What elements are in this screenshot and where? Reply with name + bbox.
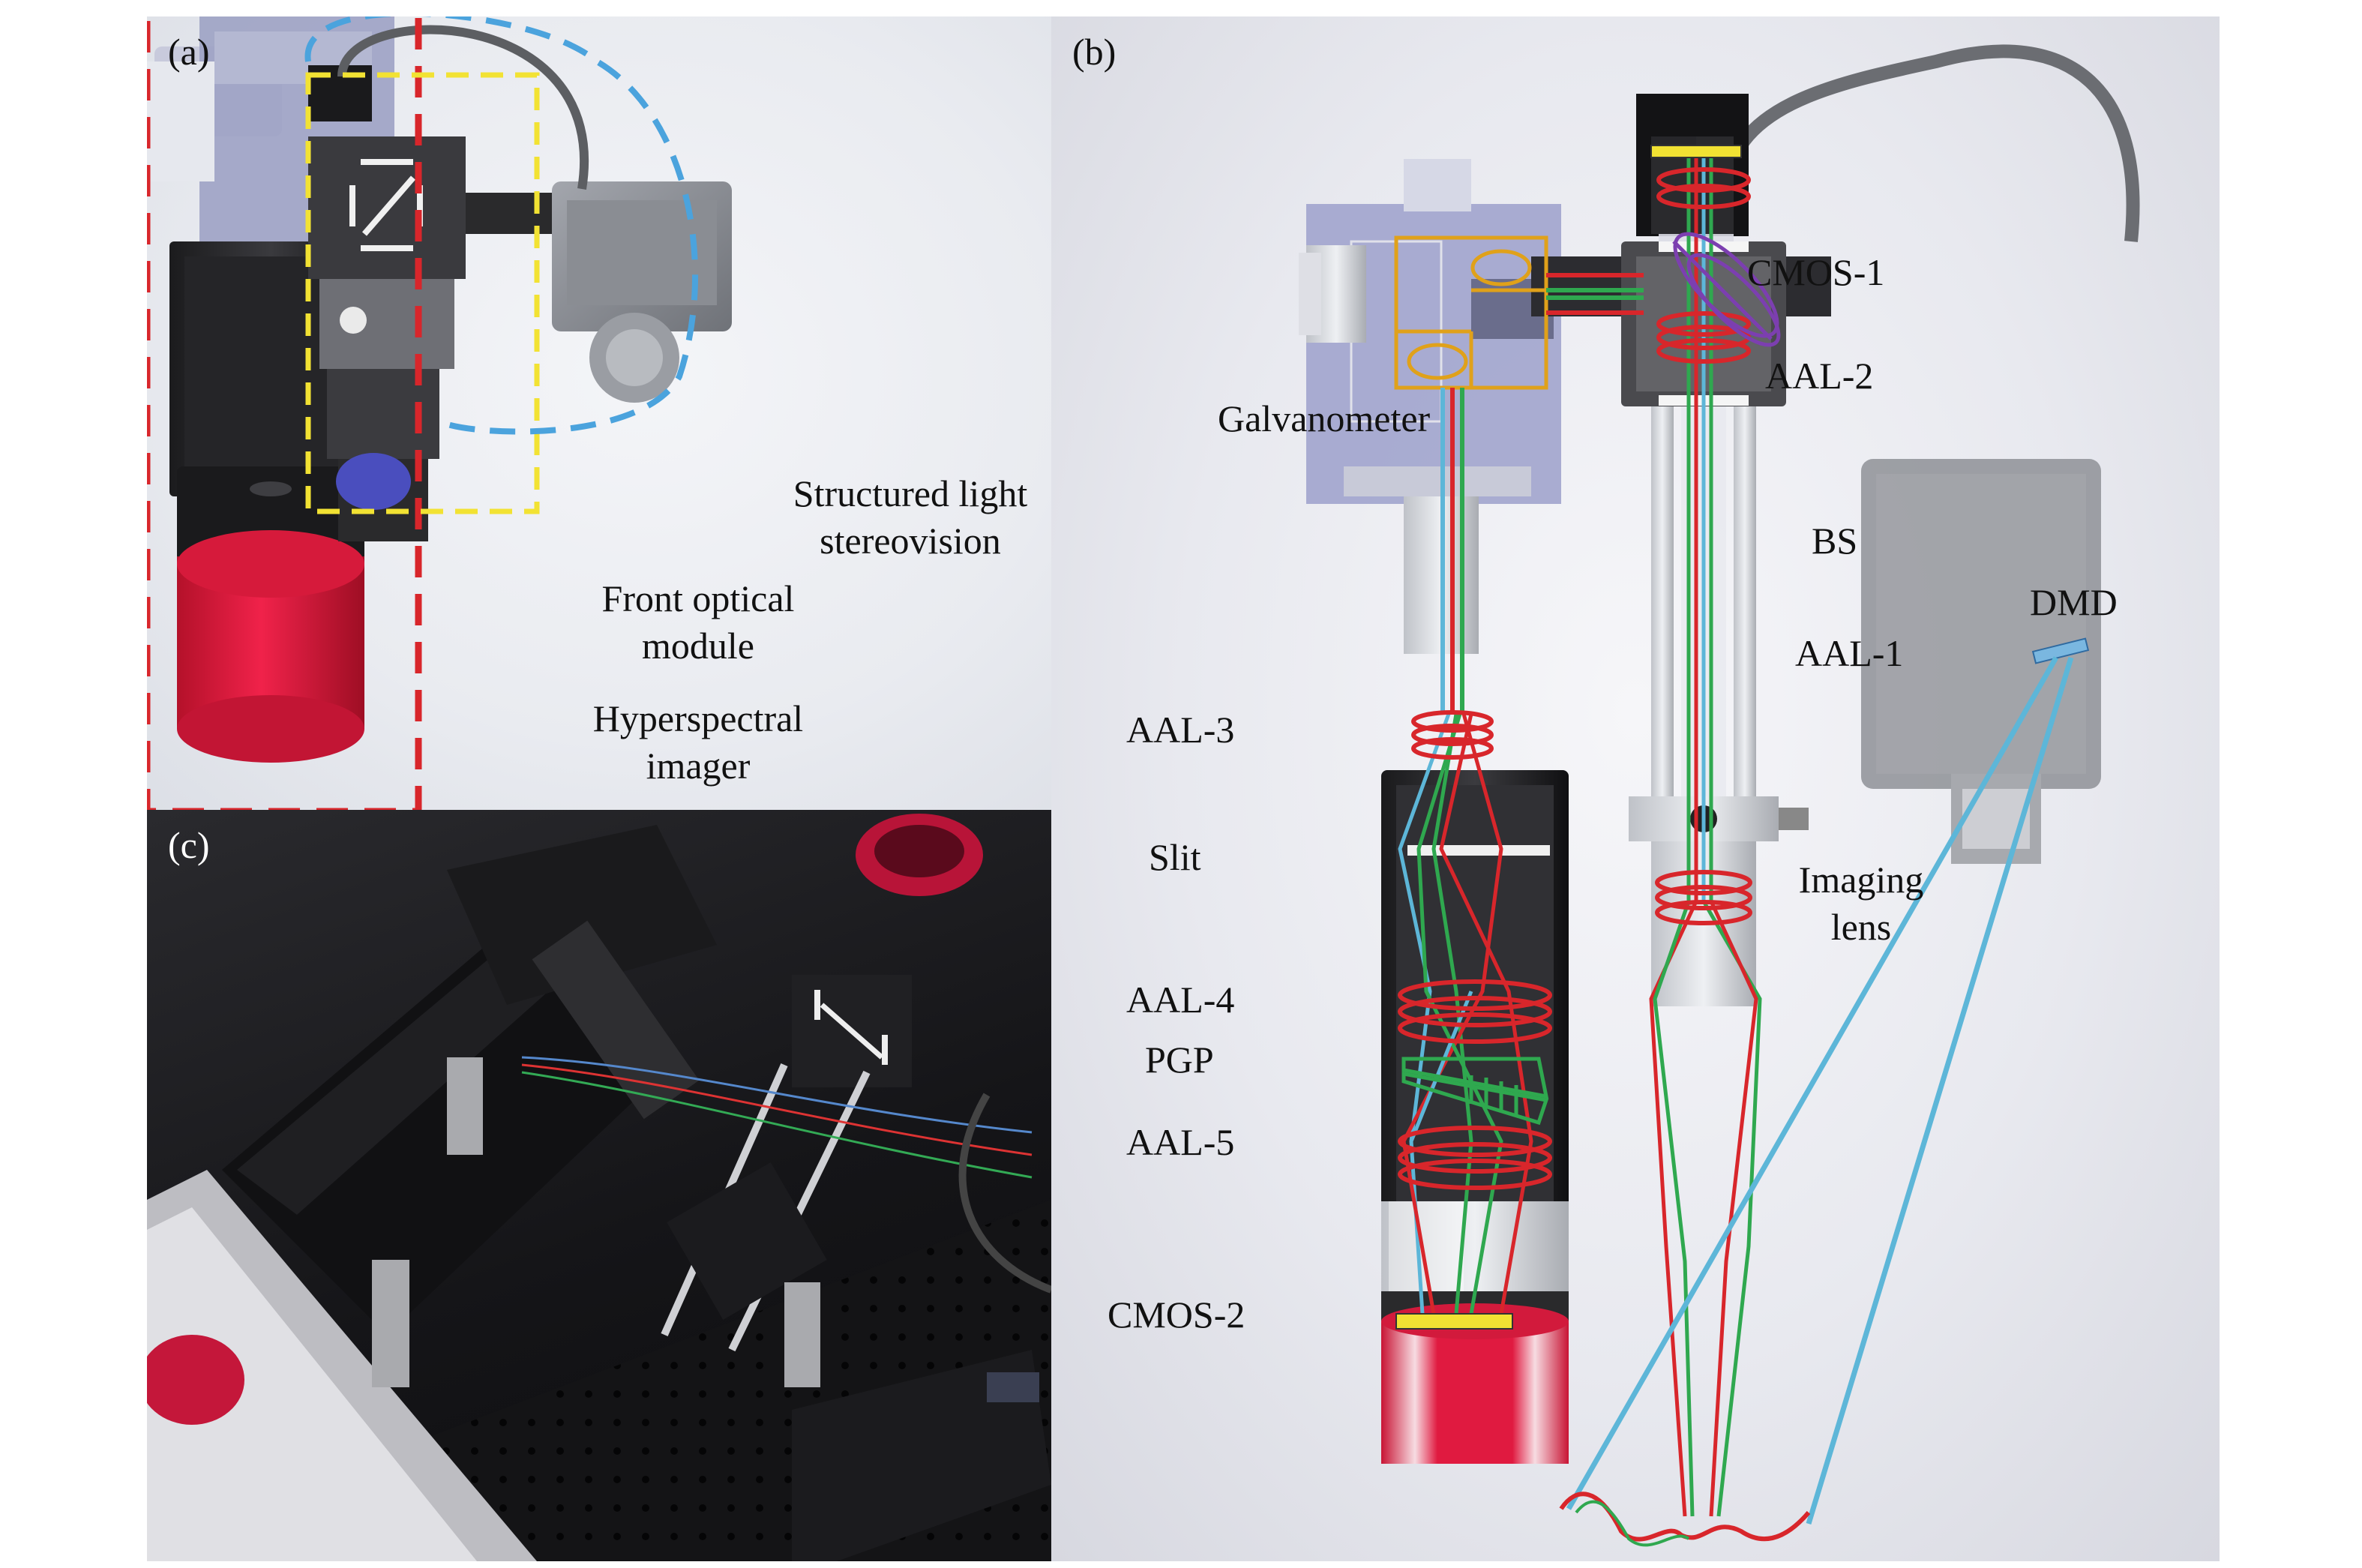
red-cap-top-inner <box>874 825 964 877</box>
pgp-element <box>1401 1057 1549 1126</box>
label-imaging-line1: Imaging <box>1798 859 1924 901</box>
panel-b-schematic <box>1299 44 2140 1547</box>
panel-c-photo <box>147 814 1051 1561</box>
lens-aal2 <box>1656 167 1751 209</box>
label-cmos1: CMOS-1 <box>1747 251 1885 293</box>
lens-tube-1 <box>532 920 700 1120</box>
label-front-optical-line2: module <box>642 624 754 667</box>
post-2 <box>784 1282 820 1387</box>
label-imaging-lens: Imaging lens <box>1790 856 1932 950</box>
projector-cable <box>1719 44 2140 242</box>
panel-c-tag: (c) <box>168 824 210 866</box>
table-edge-highlight <box>147 1207 477 1561</box>
label-bs: BS <box>1812 520 1858 562</box>
post-3 <box>447 1057 483 1155</box>
label-front-optical-line1: Front optical <box>601 577 795 619</box>
cube-mark <box>820 1003 884 1060</box>
lens-imaging <box>1655 870 1752 925</box>
label-structured-light-line2: stereovision <box>820 519 1001 562</box>
label-pgp: PGP <box>1145 1039 1214 1081</box>
label-structured-light: Structured light stereovision <box>775 470 1045 564</box>
label-aal2: AAL-2 <box>1765 355 1874 397</box>
panel-b: (b) CMOS-1 AAL-2 Galvanometer BS DMD AAL… <box>1051 16 2220 1561</box>
lens-aal1 <box>1656 311 1751 364</box>
ray-bundle-dmd <box>1566 656 2074 1525</box>
left-tube <box>1299 245 1366 343</box>
dmd-chip <box>2031 637 2090 664</box>
label-galvanometer: Galvanometer <box>1218 397 1431 439</box>
bs-element <box>1672 232 1781 347</box>
camera-cable <box>337 25 589 190</box>
front-optical-outline <box>305 72 540 514</box>
label-hyperspectral-line2: imager <box>646 744 751 787</box>
label-dmd: DMD <box>2030 581 2118 623</box>
lens-aal4 <box>1398 979 1552 1044</box>
ray-bundle-spectrograph <box>1398 713 1533 1315</box>
cmos2-sensor <box>1395 1313 1513 1330</box>
galvanometer-mirrors <box>1394 235 1548 390</box>
cable-blue <box>521 1056 1033 1134</box>
post-1 <box>372 1260 409 1387</box>
label-hyperspectral-line1: Hyperspectral <box>592 697 804 739</box>
cmos1-sensor <box>1650 145 1742 158</box>
panel-a-render <box>147 16 732 810</box>
label-front-optical: Front optical module <box>567 575 829 669</box>
label-cmos2: CMOS-2 <box>1108 1294 1245 1336</box>
structured-light-outline <box>304 16 698 435</box>
label-structured-light-line1: Structured light <box>793 472 1028 514</box>
ray-bundle-galvo <box>1440 273 1644 714</box>
label-imaging-line2: lens <box>1830 905 1892 948</box>
panel-c: (c) <box>147 810 1051 1561</box>
panel-a-tag: (a) <box>168 31 210 73</box>
panel-a: (a) Structured light stereovision Front … <box>147 16 1051 810</box>
projector-photo <box>792 1350 1051 1561</box>
cable-red <box>521 1063 1033 1156</box>
lens-holder-photo <box>667 1162 827 1320</box>
projector-button <box>987 1372 1039 1402</box>
label-slit: Slit <box>1149 836 1201 878</box>
lens-aal5 <box>1398 1126 1552 1190</box>
label-aal5: AAL-5 <box>1126 1121 1235 1163</box>
rail-2 <box>728 1070 871 1352</box>
red-cap-photo <box>147 1335 244 1425</box>
projector-body <box>1861 459 2101 864</box>
cable-black <box>958 1093 1051 1294</box>
cable-green <box>521 1071 1033 1179</box>
lens-aal3 <box>1411 710 1494 760</box>
camera-body-top <box>237 937 567 1215</box>
label-hyperspectral: Hyperspectral imager <box>567 695 829 789</box>
target-surface-green <box>1575 1500 1690 1547</box>
label-aal4: AAL-4 <box>1126 979 1235 1021</box>
label-aal1: AAL-1 <box>1795 632 1904 674</box>
label-aal3: AAL-3 <box>1126 709 1235 751</box>
galvo-block-photo <box>447 825 717 1005</box>
panel-b-tag: (b) <box>1072 31 1117 73</box>
projector-box <box>552 181 732 403</box>
hyperspectral-outline <box>147 16 422 810</box>
front-optical-module <box>308 65 466 541</box>
